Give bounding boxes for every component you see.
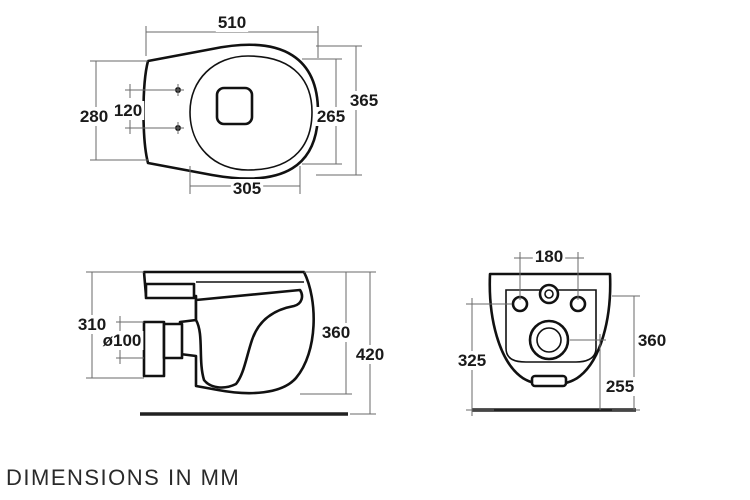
- dim-label-100: ø100: [103, 331, 142, 350]
- dim-height-365: [316, 45, 362, 176]
- side-view: 310 ø100 360 420: [75, 270, 387, 416]
- dim-label-background: [455, 351, 489, 370]
- dim-label-365: 365: [350, 91, 378, 110]
- dim-label-background: [347, 91, 381, 110]
- dim-label-510: 510: [218, 13, 246, 32]
- dim-label-background: [314, 107, 348, 126]
- dim-label-background: [77, 107, 111, 126]
- front-view-bottom-tab: [530, 374, 568, 388]
- dim-label-280: 280: [80, 107, 108, 126]
- dim-label-255: 255: [606, 377, 634, 396]
- side-view-inner-bowl: [194, 288, 304, 389]
- mounting-hole-bottom: [172, 122, 184, 134]
- front-view-inlet-center: [538, 283, 560, 305]
- dim-label-305: 305: [233, 179, 261, 198]
- front-view-outlet-inner: [536, 327, 562, 353]
- dim-label-background: [353, 345, 387, 364]
- dim-label-360-side: 360: [322, 323, 350, 342]
- mounting-hole-top: [172, 84, 184, 96]
- front-view-outlet-outer: [528, 319, 570, 361]
- dim-label-background: [111, 101, 145, 120]
- dim-label-background: [100, 331, 144, 350]
- top-view-seat-ring: [189, 55, 313, 171]
- dim-label-background: [603, 377, 637, 396]
- dim-label-310: 310: [78, 315, 106, 334]
- dim-outlet-height-255: [570, 334, 606, 410]
- dim-label-180: 180: [535, 247, 563, 266]
- dim-label-background: [75, 315, 109, 334]
- top-view-seat-pad: [215, 86, 254, 126]
- dim-label-420: 420: [356, 345, 384, 364]
- dim-total-height-420: [350, 271, 376, 415]
- dim-label-background: [215, 13, 249, 32]
- dim-label-background: [635, 331, 669, 350]
- dim-label-background: [532, 247, 566, 266]
- dim-label-background: [230, 179, 264, 198]
- front-view-inlet-center-inner: [544, 289, 554, 299]
- dim-label-120: 120: [114, 101, 142, 120]
- caption-dimensions: DIMENSIONS IN MM: [6, 465, 241, 490]
- dim-label-360-front: 360: [638, 331, 666, 350]
- side-view-inlet-pipe: [144, 282, 196, 300]
- side-view-outlet-pipe: [162, 322, 184, 360]
- top-view: 510 280 120 305 265: [77, 13, 381, 198]
- dim-hole-spacing-120: [125, 84, 172, 134]
- dim-label-265: 265: [317, 107, 345, 126]
- dim-label-background: [319, 323, 353, 342]
- dim-label-325: 325: [458, 351, 486, 370]
- front-view: 180 325 360 255: [455, 247, 669, 416]
- side-view-wall-plate: [142, 320, 166, 378]
- front-view-inner-frame: [505, 289, 597, 363]
